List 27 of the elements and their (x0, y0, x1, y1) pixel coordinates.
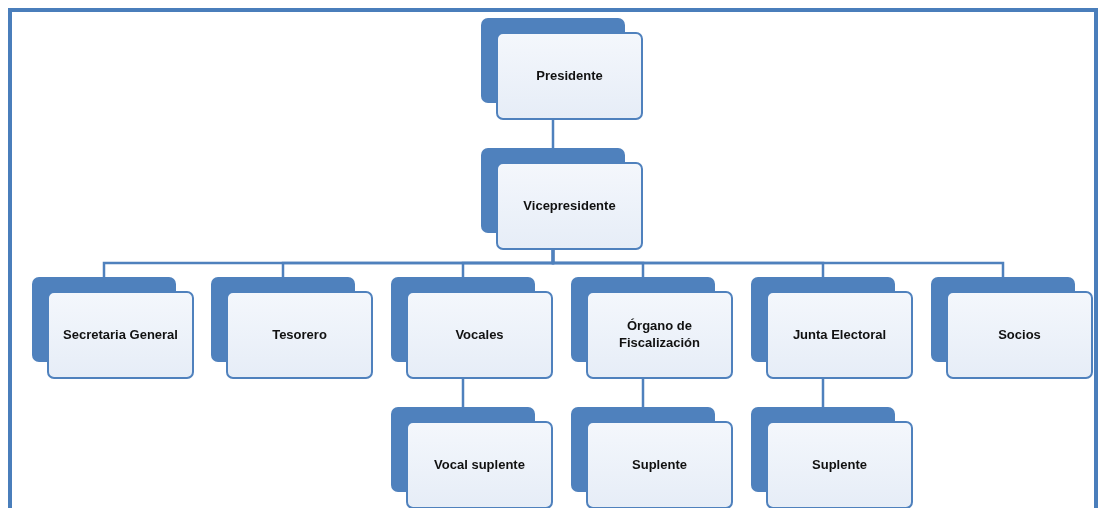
org-box (751, 277, 913, 379)
connector-line (641, 379, 645, 407)
org-box (391, 277, 553, 379)
box-label: Suplente (632, 456, 687, 474)
org-box (571, 407, 733, 508)
box-label: Vicepresidente (523, 197, 616, 215)
box-label: Órgano de Fiscalización (618, 318, 701, 352)
org-box (931, 277, 1093, 379)
connector-line (461, 379, 465, 407)
org-box (481, 148, 643, 250)
org-box (481, 18, 643, 120)
box-label: Vocal suplente (434, 456, 525, 474)
org-box (32, 277, 194, 379)
org-box (571, 277, 733, 379)
box-label: Junta Electoral (792, 326, 887, 344)
connector-line (821, 379, 825, 407)
box-label: Presidente (536, 67, 603, 85)
box-label: Socios (998, 326, 1041, 344)
connector-line (551, 250, 1005, 277)
connector-line (551, 120, 555, 148)
org-box (751, 407, 913, 508)
org-box (391, 407, 553, 508)
box-label: Vocales (455, 326, 504, 344)
box-label: Tesorero (272, 326, 327, 344)
box-label: Suplente (812, 456, 867, 474)
box-label: Secretaria General (63, 326, 178, 344)
org-box (211, 277, 373, 379)
